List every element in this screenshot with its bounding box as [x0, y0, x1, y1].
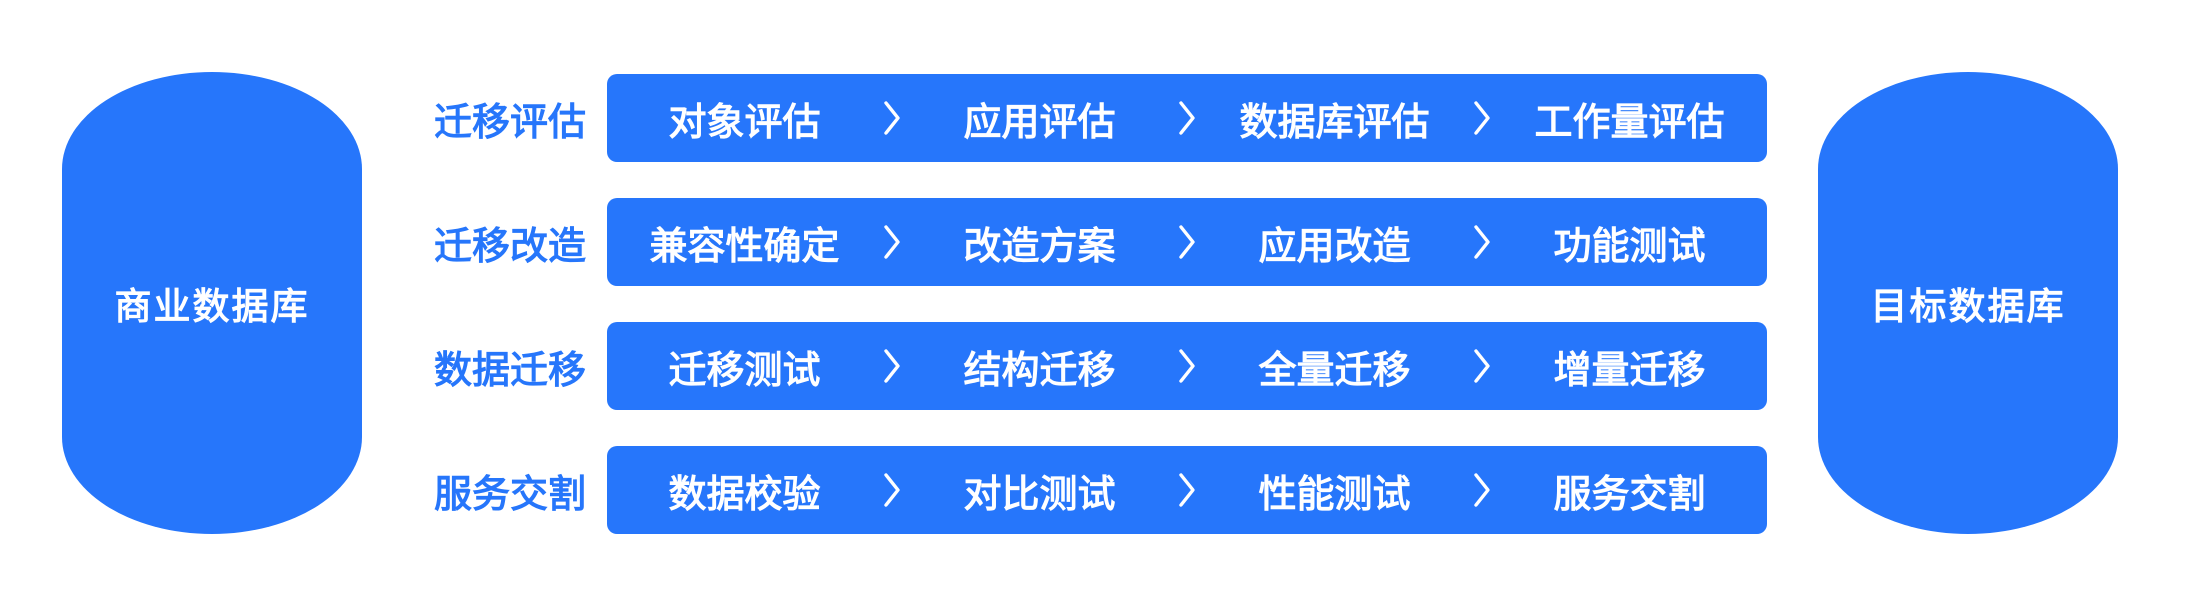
step-label: 应用改造: [1258, 225, 1411, 268]
phase-label: 数据迁移: [433, 349, 586, 392]
step-label: 全量迁移: [1258, 349, 1411, 392]
step-label: 结构迁移: [963, 349, 1116, 392]
chevron-right-icon: [1472, 348, 1492, 384]
chevron-right-icon: [1472, 100, 1492, 136]
process-bar: 兼容性确定 改造方案 应用改造 功能测试: [607, 198, 1767, 286]
process-bar: 数据校验 对比测试 性能测试 服务交割: [607, 446, 1767, 534]
chevron-right-icon: [1472, 472, 1492, 508]
step-label: 对象评估: [668, 101, 821, 144]
process-bar: 对象评估 应用评估 数据库评估 工作量评估: [607, 74, 1767, 162]
phase-label: 服务交割: [433, 473, 586, 516]
chevron-right-icon: [882, 224, 902, 260]
step-label: 数据库评估: [1239, 101, 1430, 144]
step-label: 对比测试: [963, 473, 1116, 516]
step-label: 兼容性确定: [649, 225, 840, 268]
step-label: 迁移测试: [668, 349, 821, 392]
phase-row-assessment: 迁移评估 对象评估 应用评估 数据库评估 工作量评估: [413, 74, 1767, 162]
step-label: 性能测试: [1258, 473, 1411, 516]
chevron-right-icon: [1177, 472, 1197, 508]
process-bar: 迁移测试 结构迁移 全量迁移 增量迁移: [607, 322, 1767, 410]
step-label: 工作量评估: [1534, 101, 1725, 144]
phase-label: 迁移改造: [433, 225, 586, 268]
step-label: 应用评估: [963, 101, 1116, 144]
chevron-right-icon: [882, 348, 902, 384]
step-label: 数据校验: [668, 473, 821, 516]
source-database-label: 商业数据库: [114, 286, 310, 327]
step-label: 服务交割: [1553, 473, 1706, 516]
target-database-label: 目标数据库: [1870, 286, 2066, 327]
chevron-right-icon: [1177, 100, 1197, 136]
step-label: 增量迁移: [1553, 349, 1706, 392]
phase-row-data-migration: 数据迁移 迁移测试 结构迁移 全量迁移 增量迁移: [413, 322, 1767, 410]
target-database-cylinder: 目标数据库: [1818, 72, 2118, 534]
migration-phases: 迁移评估 对象评估 应用评估 数据库评估 工作量评估 迁移改造 兼容性确定 改造…: [413, 74, 1767, 534]
chevron-right-icon: [1177, 348, 1197, 384]
step-label: 改造方案: [963, 225, 1116, 268]
step-label: 功能测试: [1553, 225, 1706, 268]
chevron-right-icon: [882, 100, 902, 136]
phase-row-transformation: 迁移改造 兼容性确定 改造方案 应用改造 功能测试: [413, 198, 1767, 286]
source-database-cylinder: 商业数据库: [62, 72, 362, 534]
chevron-right-icon: [1177, 224, 1197, 260]
phase-label: 迁移评估: [433, 101, 586, 144]
phase-row-service-cutover: 服务交割 数据校验 对比测试 性能测试 服务交割: [413, 446, 1767, 534]
chevron-right-icon: [1472, 224, 1492, 260]
chevron-right-icon: [882, 472, 902, 508]
